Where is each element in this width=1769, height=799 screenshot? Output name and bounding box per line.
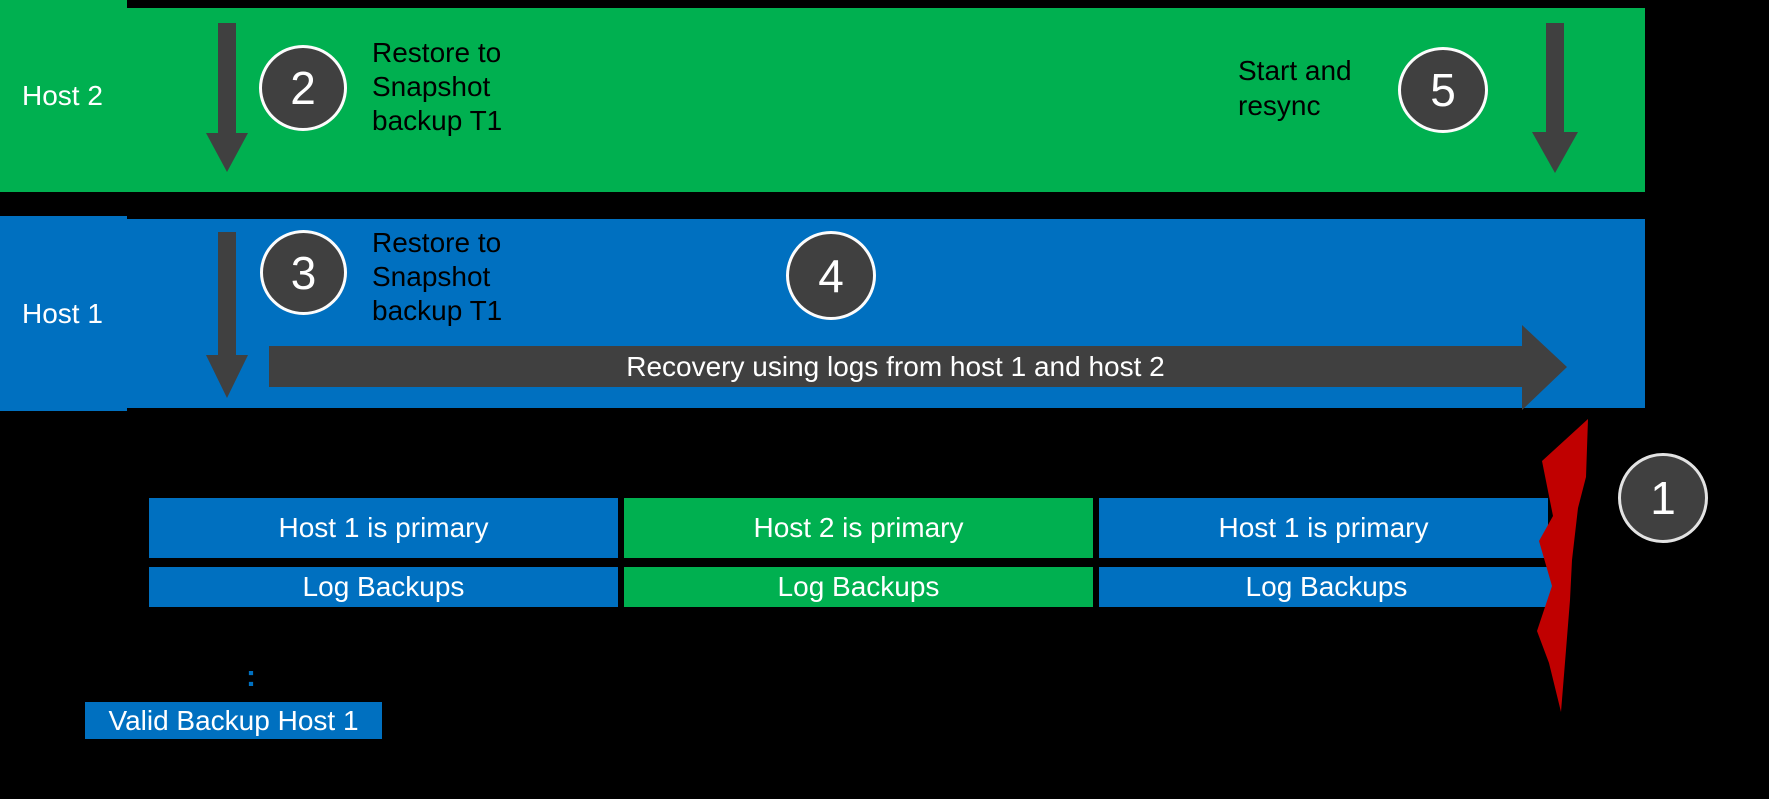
step-5-badge: 5 [1398, 47, 1488, 133]
valid-backup-label: Valid Backup Host 1 [108, 704, 359, 736]
host1-label-box: Host 1 [0, 216, 127, 411]
log-backup-segment-label: Log Backups [302, 571, 465, 602]
restore-note-line: backup T1 [372, 105, 503, 136]
start-resync-line: resync [1238, 90, 1321, 121]
step-2-badge: 2 [259, 45, 347, 131]
step-3-number: 3 [290, 246, 317, 299]
host2-label: Host 2 [22, 80, 103, 111]
primary-segment: Host 1 is primary [149, 498, 618, 558]
log-backup-segment-label: Log Backups [777, 571, 940, 602]
primary-segment: Host 1 is primary [1099, 498, 1548, 558]
step-4-badge: 4 [786, 231, 876, 320]
down-arrow-icon [206, 23, 248, 172]
primary-segment-label: Host 1 is primary [1218, 512, 1429, 543]
host2-label-box: Host 2 [0, 0, 127, 192]
primary-segment-label: Host 2 is primary [753, 512, 964, 543]
restore-note-line: backup T1 [372, 295, 503, 326]
primary-segment-label: Host 1 is primary [278, 512, 489, 543]
step-1-number: 1 [1650, 472, 1676, 524]
restore-note-line: Snapshot [372, 261, 491, 292]
step-5-number: 5 [1430, 64, 1456, 116]
down-arrow-icon [206, 232, 248, 398]
restore-note-host2: Restore to Snapshot backup T1 [372, 36, 502, 138]
start-resync-note: Start and resync [1238, 53, 1352, 123]
step-3-badge: 3 [260, 230, 347, 315]
log-backup-segment-label: Log Backups [1245, 571, 1408, 602]
host2-timeline-bar [127, 8, 1645, 192]
down-arrow-icon [1532, 23, 1578, 173]
recovery-arrow-label: Recovery using logs from host 1 and host… [626, 351, 1165, 382]
start-resync-line: Start and [1238, 55, 1352, 86]
step-4-number: 4 [818, 249, 844, 302]
step-1-badge: 1 [1618, 453, 1708, 543]
log-backup-segment: Log Backups [149, 567, 618, 607]
log-backup-segment: Log Backups [624, 567, 1093, 607]
lightning-bolt-icon [1530, 415, 1595, 717]
valid-backup-legend: Valid Backup Host 1 [85, 702, 382, 739]
primary-segment: Host 2 is primary [624, 498, 1093, 558]
step-2-number: 2 [290, 62, 316, 114]
legend-colon: : [246, 660, 256, 693]
restore-note-line: Restore to [372, 227, 502, 258]
recovery-arrow: Recovery using logs from host 1 and host… [269, 325, 1567, 413]
restore-note-line: Restore to [372, 37, 502, 68]
host1-label: Host 1 [22, 297, 103, 329]
restore-note-line: Snapshot [372, 71, 491, 102]
restore-note-host1: Restore to Snapshot backup T1 [372, 226, 502, 328]
log-backup-segment: Log Backups [1099, 567, 1554, 607]
